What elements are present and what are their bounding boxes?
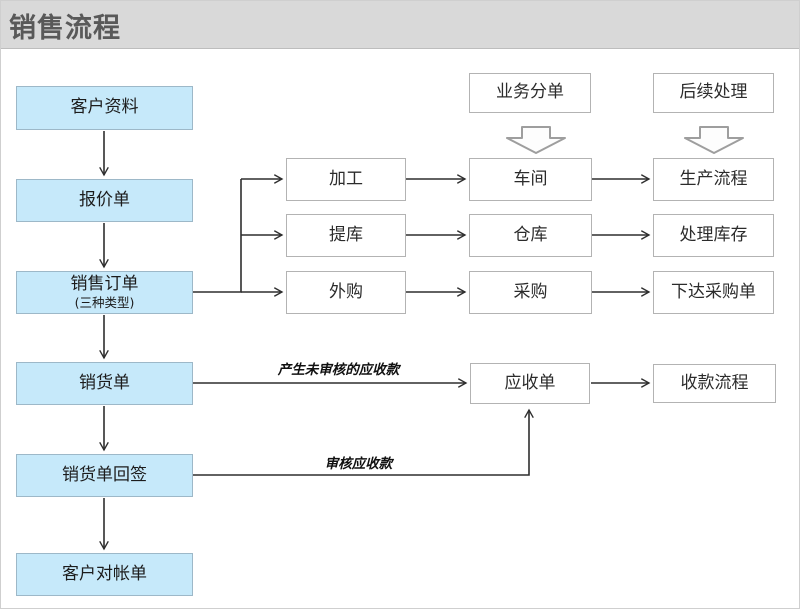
node-label: 加工 (329, 168, 363, 189)
node-label: 车间 (513, 168, 548, 189)
node-label: 处理库存 (679, 224, 748, 245)
node-type-warehouse-pick: 提库 (286, 214, 406, 257)
node-dept-workshop: 车间 (469, 158, 592, 201)
node-label: 报价单 (79, 189, 130, 210)
flowchart-canvas: 客户资料 报价单 销售订单 (三种类型) 销货单 销货单回签 客户对帐单 业务分… (1, 49, 799, 608)
title-bar: 销售流程 (1, 1, 799, 49)
node-label: 后续处理 (679, 82, 748, 103)
node-label: 下达采购单 (671, 281, 756, 302)
node-label: 销售订单 (70, 274, 139, 295)
node-receivable: 应收单 (470, 363, 590, 404)
node-customer-statement: 客户对帐单 (16, 553, 193, 596)
node-header-business-split: 业务分单 (469, 73, 591, 113)
node-followup-inventory: 处理库存 (653, 214, 774, 257)
node-label: 收款流程 (680, 372, 749, 393)
node-label: 应收单 (504, 372, 556, 393)
arrow-receipt-to-receivable (193, 408, 534, 476)
edge-label-audit-receivable: 审核应收款 (324, 456, 393, 472)
down-block-arrow-left (506, 126, 566, 154)
node-header-followup: 后续处理 (653, 73, 774, 113)
node-label: 销货单 (79, 372, 130, 393)
node-label: 生产流程 (679, 168, 748, 189)
node-sales-delivery: 销货单 (16, 362, 193, 405)
node-type-processing: 加工 (286, 158, 406, 201)
edge-label-unaudited-receivable: 产生未审核的应收款 (277, 362, 400, 378)
branch-trunk (193, 179, 242, 293)
page-title: 销售流程 (9, 13, 121, 44)
node-sublabel: (三种类型) (74, 294, 135, 310)
flow-connectors (99, 126, 744, 551)
node-label: 仓库 (513, 224, 548, 245)
node-dept-purchasing: 采购 (469, 271, 592, 314)
node-label: 客户对帐单 (62, 563, 147, 584)
node-label: 外购 (329, 281, 363, 302)
node-label: 提库 (329, 224, 363, 245)
node-label: 业务分单 (496, 82, 564, 103)
node-label: 采购 (513, 281, 548, 302)
node-sales-order: 销售订单 (三种类型) (16, 271, 193, 314)
node-dept-warehouse: 仓库 (469, 214, 592, 257)
node-followup-production: 生产流程 (653, 158, 774, 201)
node-type-outsourced: 外购 (286, 271, 406, 314)
node-label: 客户资料 (70, 97, 139, 118)
down-block-arrow-right (684, 126, 744, 154)
node-collection-process: 收款流程 (653, 364, 776, 403)
node-customer-info: 客户资料 (16, 86, 193, 130)
node-delivery-receipt: 销货单回签 (16, 454, 193, 497)
node-followup-purchase-order: 下达采购单 (653, 271, 774, 314)
node-label: 销货单回签 (62, 464, 147, 485)
node-quotation: 报价单 (16, 179, 193, 222)
